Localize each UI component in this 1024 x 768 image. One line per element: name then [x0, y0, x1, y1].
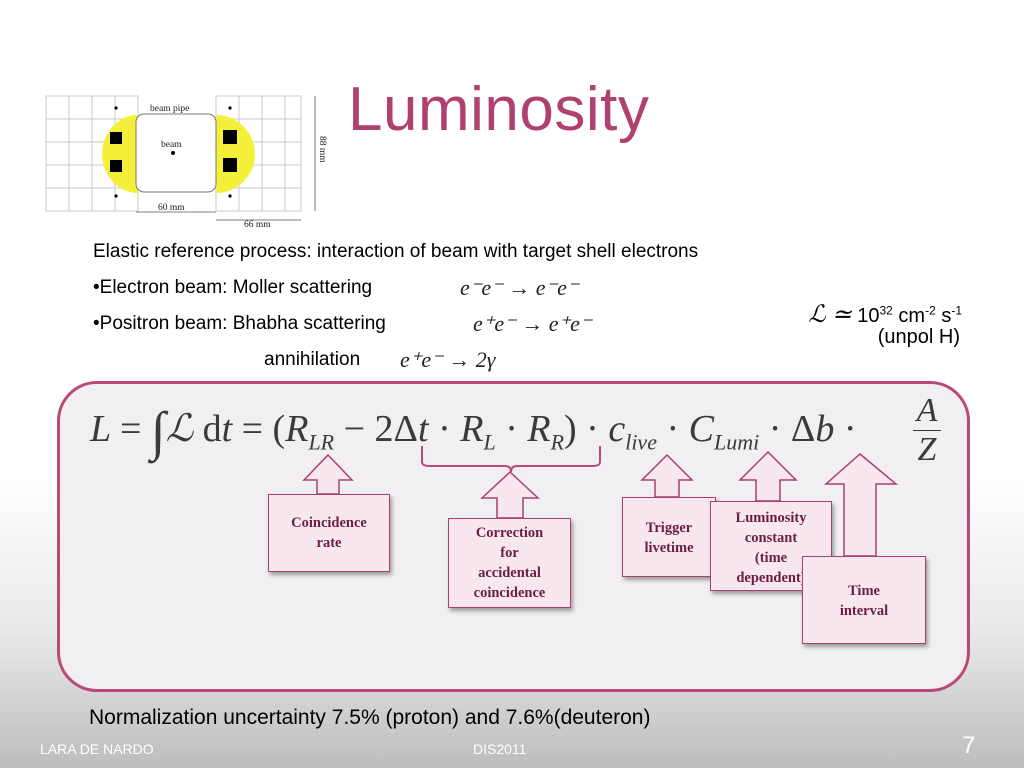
- normalization-uncertainty: Normalization uncertainty 7.5% (proton) …: [89, 706, 651, 729]
- dim-66mm: 66 mm: [244, 220, 271, 230]
- beam-pipe-diagram: beam pipe beam 60 mm 66 mm 88 mm: [45, 95, 327, 230]
- dim-88mm: 88 mm: [317, 136, 327, 163]
- annihilation-reaction: e⁺e⁻ → 2γ: [400, 347, 496, 372]
- positron-beam-bullet: •Positron beam: Bhabha scattering: [93, 313, 386, 334]
- moller-reaction: e⁻e⁻ → e⁻e⁻: [460, 275, 579, 300]
- arrow-correction: [480, 470, 540, 519]
- dim-60mm: 60 mm: [158, 203, 185, 213]
- intro-text: Elastic reference process: interaction o…: [93, 241, 699, 262]
- luminosity-symbol: ℒ ≃: [808, 302, 852, 328]
- luminosity-note: (unpol H): [877, 326, 960, 348]
- bhabha-reaction: e⁺e⁻ → e⁺e⁻: [473, 311, 592, 336]
- arrow-coincidence: [302, 453, 354, 495]
- footer-conference: DIS2011: [473, 741, 527, 757]
- footer-author: LARA DE NARDO: [40, 741, 154, 757]
- beam-pipe-label: beam pipe: [150, 104, 189, 114]
- beam-label: beam: [161, 140, 182, 150]
- luminosity-formula: L = ∫ℒ dt = (RLR − 2Δt · RL · RR) · cliv…: [90, 401, 857, 461]
- slide-title: Luminosity: [348, 75, 650, 144]
- electron-beam-bullet: •Electron beam: Moller scattering: [93, 277, 373, 298]
- annihilation-label: annihilation: [264, 349, 361, 370]
- correction-brace: [421, 446, 601, 473]
- fraction-a-over-z: A Z: [913, 392, 941, 469]
- arrow-lumiconst: [738, 450, 798, 502]
- arrow-trigger: [640, 453, 694, 498]
- luminosity-value: ℒ ≃ 1032 cm-2 s-1: [808, 302, 962, 328]
- arrow-time: [824, 453, 899, 557]
- page-number: 7: [962, 732, 976, 759]
